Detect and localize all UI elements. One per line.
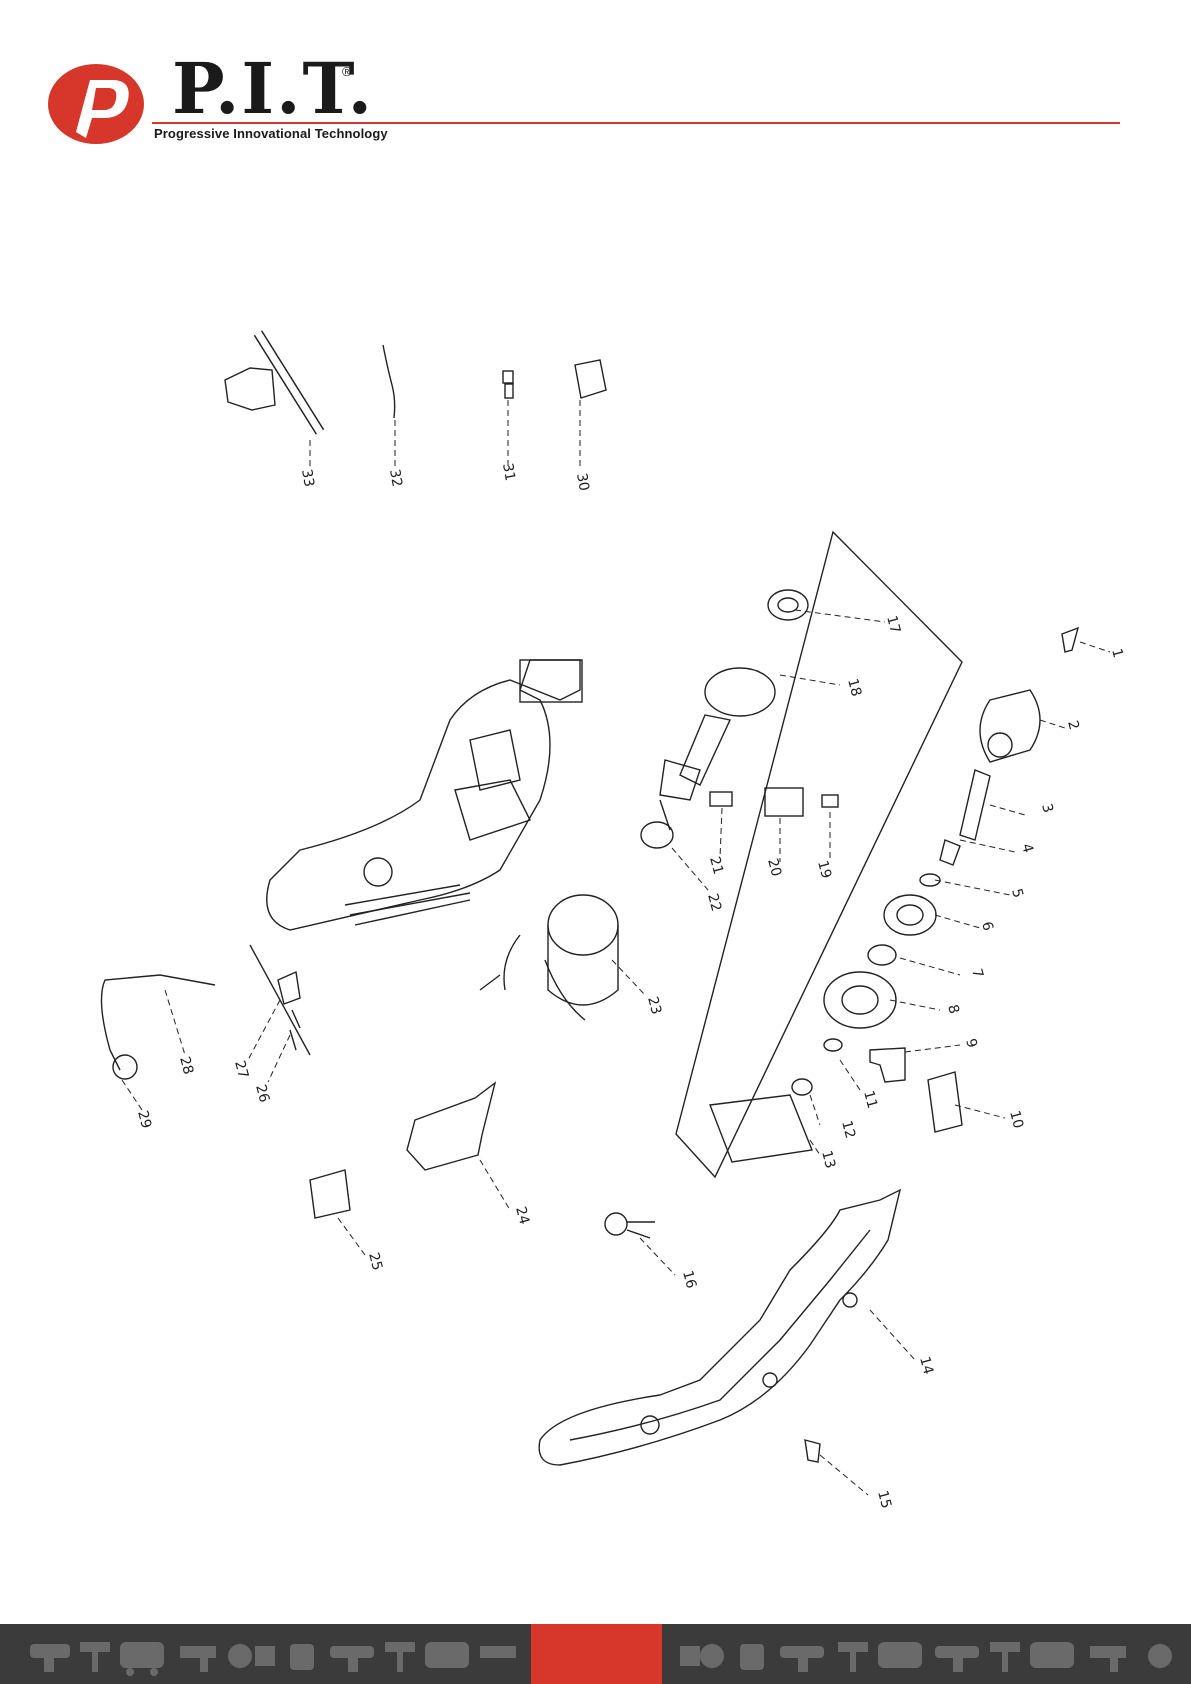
spindle-part	[959, 769, 991, 841]
footer-accent-block	[531, 1624, 662, 1684]
part-label: 28	[176, 1055, 196, 1076]
switch-part	[406, 1081, 497, 1171]
part-label: 6	[978, 920, 996, 933]
lever-10	[927, 1071, 963, 1133]
part-label: 13	[818, 1149, 838, 1170]
brush-holder	[764, 787, 804, 817]
part-label: 23	[644, 995, 664, 1016]
gear-8	[823, 971, 897, 1029]
part-label: 15	[874, 1489, 894, 1510]
part-label: 5	[1008, 887, 1026, 900]
header-divider	[152, 122, 1120, 124]
registered-mark: ®	[342, 64, 352, 79]
part-label: 7	[968, 967, 986, 980]
part-label: 25	[365, 1251, 385, 1272]
header: P.I.T. ® Progressive Innovational Techno…	[0, 0, 1191, 160]
drill-body-shell	[266, 659, 583, 931]
chuck-part	[979, 689, 1041, 763]
bearing-22	[640, 821, 674, 849]
part-label: 10	[1006, 1109, 1026, 1130]
part-label: 9	[962, 1037, 980, 1050]
screw-1	[1061, 626, 1080, 653]
part-label: 3	[1038, 802, 1056, 815]
lever-9	[869, 1047, 906, 1083]
spring-part	[382, 344, 396, 419]
capacitor-part	[309, 1169, 351, 1219]
part-label: 12	[838, 1119, 858, 1140]
pit-logo-icon	[48, 64, 144, 144]
part-label: 16	[679, 1269, 699, 1290]
mixer-icon	[228, 1644, 275, 1668]
bearing-6	[883, 894, 937, 936]
chuck-key	[224, 330, 325, 435]
part-label: 29	[134, 1109, 154, 1130]
part-label: 11	[860, 1089, 880, 1110]
cord-clamp	[277, 970, 301, 1005]
saw-icon	[180, 1646, 216, 1672]
part-label: 20	[764, 857, 784, 878]
housing-half	[538, 1188, 902, 1466]
part-label: 24	[512, 1205, 532, 1226]
part-label: 14	[916, 1355, 936, 1376]
part-label: 19	[814, 859, 834, 880]
part-label: 33	[298, 468, 317, 488]
gear-assembly-frame	[675, 530, 963, 1179]
small-plug-part	[502, 370, 514, 384]
part-labels: 1 2 3 4 5 6 7 8 9 10 11 12 13 14 15 16 1…	[134, 462, 1126, 1510]
hammer-icon	[80, 1642, 110, 1672]
part-label: 30	[573, 472, 592, 492]
part-label: 22	[704, 892, 724, 913]
bearing-17	[767, 589, 809, 621]
gear-cover	[709, 1094, 813, 1163]
part-label: 26	[252, 1083, 272, 1104]
footer-tool-icons	[30, 1642, 1172, 1676]
part-label: 1	[1108, 647, 1126, 660]
drill-icon	[30, 1644, 70, 1672]
part-label: 27	[231, 1059, 251, 1080]
power-cord	[100, 974, 216, 1071]
part-label: 31	[499, 462, 518, 482]
part-label: 4	[1018, 842, 1036, 855]
part-label: 21	[706, 855, 726, 876]
part-label: 32	[386, 468, 405, 488]
part-label: 2	[1064, 719, 1082, 732]
brand-name: P.I.T.	[172, 47, 374, 130]
cable-ring	[604, 1212, 628, 1236]
compressor-icon	[120, 1642, 164, 1676]
stator-part	[479, 894, 619, 1021]
screw-15	[804, 1439, 821, 1463]
footer-band	[0, 1624, 1191, 1684]
part-label: 17	[883, 614, 903, 635]
brush-part	[574, 359, 607, 399]
part-label: 18	[844, 677, 864, 698]
part-label: 8	[944, 1003, 962, 1016]
brand-tagline: Progressive Innovational Technology	[154, 126, 388, 141]
